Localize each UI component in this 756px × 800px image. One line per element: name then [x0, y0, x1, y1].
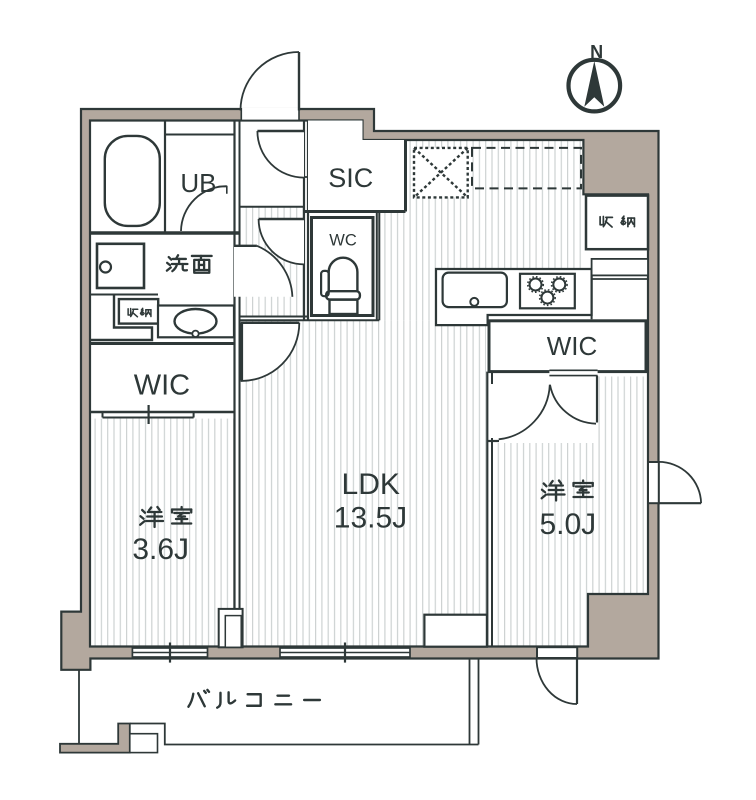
svg-text:UB: UB: [180, 168, 216, 198]
svg-text:SIC: SIC: [328, 163, 373, 193]
svg-text:5.0J: 5.0J: [539, 508, 596, 541]
svg-text:N: N: [590, 42, 603, 62]
svg-text:WC: WC: [329, 232, 357, 250]
svg-text:13.5J: 13.5J: [334, 502, 407, 535]
svg-text:LDK: LDK: [342, 468, 400, 501]
svg-text:3.6J: 3.6J: [132, 533, 189, 566]
svg-text:WIC: WIC: [134, 370, 190, 402]
svg-text:WIC: WIC: [547, 331, 598, 361]
